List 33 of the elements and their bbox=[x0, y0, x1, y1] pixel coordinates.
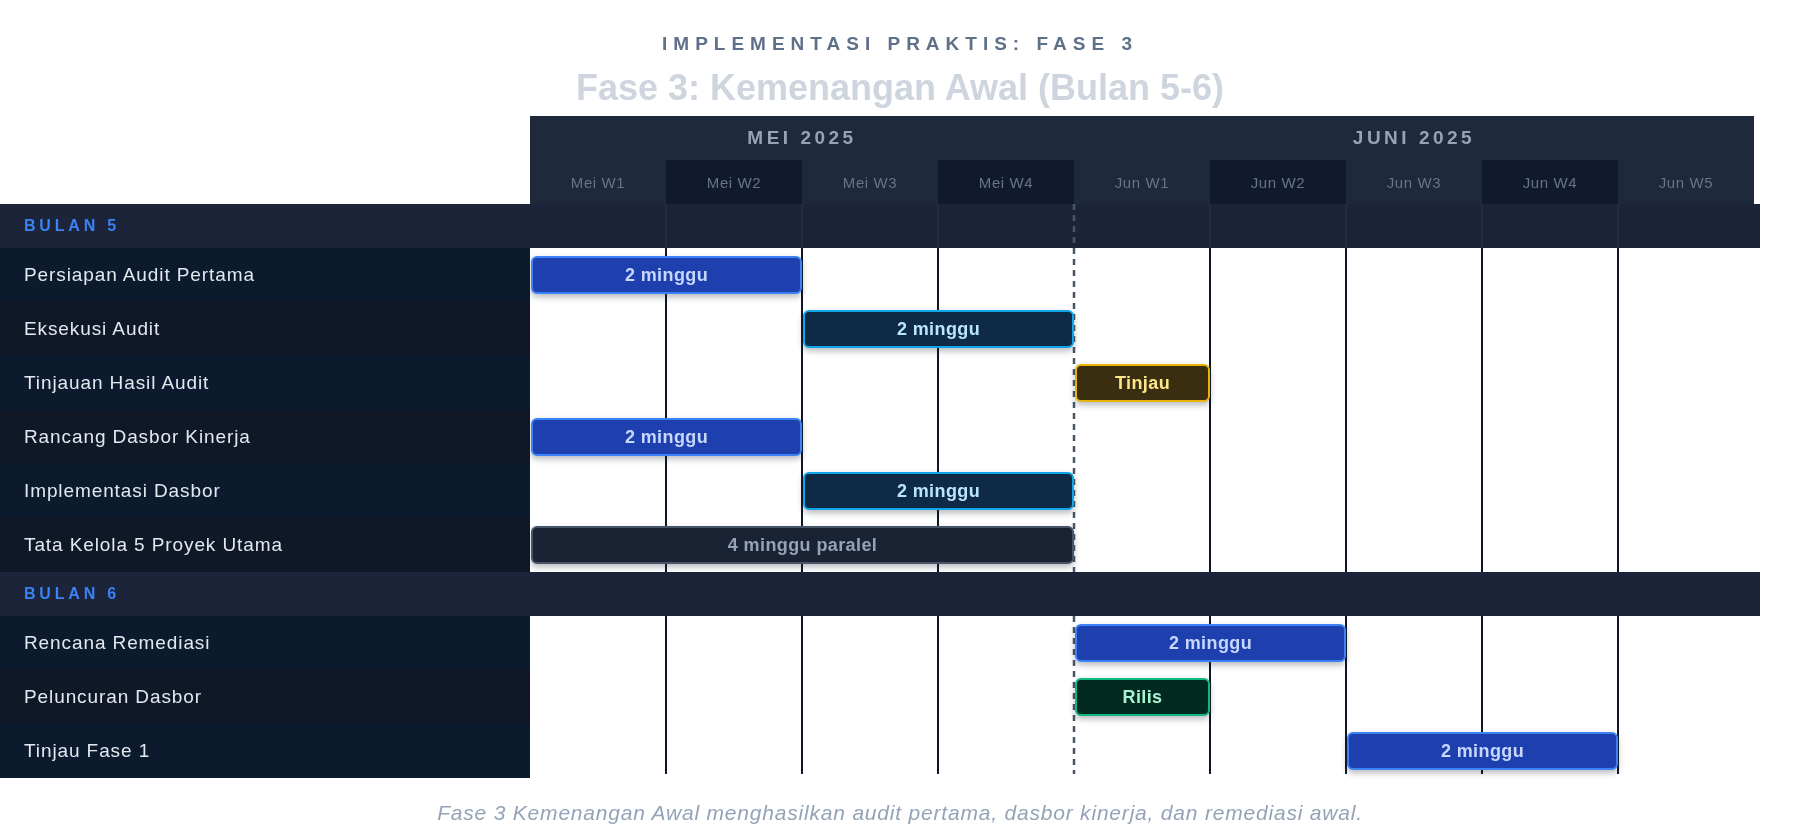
task-bar: Rilis bbox=[1075, 678, 1210, 716]
task-row-label: Implementasi Dasbor bbox=[0, 464, 530, 518]
task-row-label: Rancang Dasbor Kinerja bbox=[0, 410, 530, 464]
month-header: JUNI 2025 bbox=[1074, 116, 1754, 160]
task-row-label: Tinjau Fase 1 bbox=[0, 724, 530, 778]
week-header: Jun W3 bbox=[1346, 160, 1482, 204]
task-bar: 2 minggu bbox=[803, 310, 1074, 348]
task-bar: 2 minggu bbox=[531, 418, 802, 456]
task-row-label: Persiapan Audit Pertama bbox=[0, 248, 530, 302]
task-bar: 2 minggu bbox=[1347, 732, 1618, 770]
task-bar: 4 minggu paralel bbox=[531, 526, 1074, 564]
week-header: Jun W2 bbox=[1210, 160, 1346, 204]
task-bar: Tinjau bbox=[1075, 364, 1210, 402]
task-row-label: Tata Kelola 5 Proyek Utama bbox=[0, 518, 530, 572]
week-header: Mei W1 bbox=[530, 160, 666, 204]
week-header: Mei W3 bbox=[802, 160, 938, 204]
section-band: BULAN 6 bbox=[0, 572, 1760, 616]
task-bar: 2 minggu bbox=[531, 256, 802, 294]
week-header: Mei W4 bbox=[938, 160, 1074, 204]
task-bar: 2 minggu bbox=[803, 472, 1074, 510]
task-row-label: Peluncuran Dasbor bbox=[0, 670, 530, 724]
task-row-label: Eksekusi Audit bbox=[0, 302, 530, 356]
week-header: Mei W2 bbox=[666, 160, 802, 204]
task-row-label: Tinjauan Hasil Audit bbox=[0, 356, 530, 410]
section-band: BULAN 5 bbox=[0, 204, 1760, 248]
task-row-label: Rencana Remediasi bbox=[0, 616, 530, 670]
chart-title: IMPLEMENTASI PRAKTIS: FASE 3 bbox=[662, 33, 1138, 55]
week-header: Jun W1 bbox=[1074, 160, 1210, 204]
month-header: MEI 2025 bbox=[530, 116, 1074, 160]
task-bar: 2 minggu bbox=[1075, 624, 1346, 662]
chart-caption: Fase 3 Kemenangan Awal menghasilkan audit pertama, dasbor kinerja, dan remediasi awal. bbox=[437, 800, 1363, 826]
week-header: Jun W5 bbox=[1618, 160, 1754, 204]
week-header: Jun W4 bbox=[1482, 160, 1618, 204]
